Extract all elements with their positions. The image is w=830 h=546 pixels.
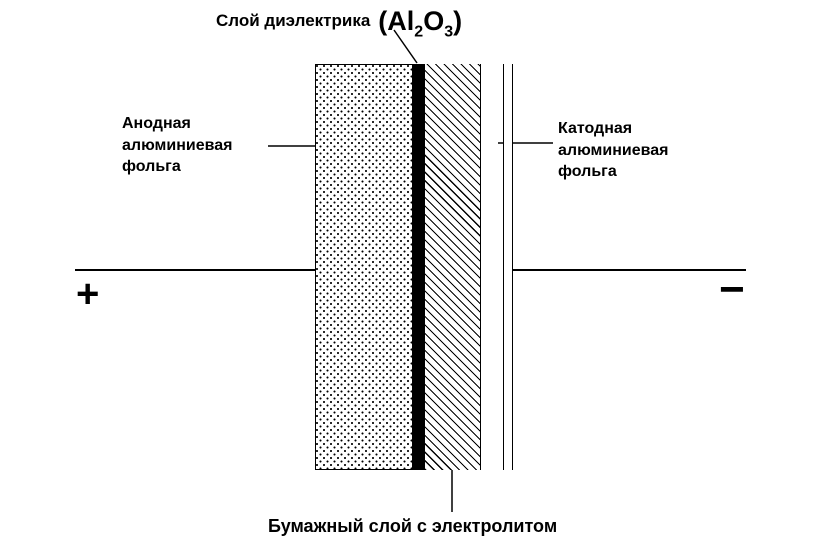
plus-terminal: + xyxy=(76,272,100,316)
anode-foil-label: Анодная алюминиевая фольга xyxy=(122,115,233,176)
formula-element-al: Al xyxy=(387,5,415,36)
formula-element-o: O xyxy=(423,5,445,36)
cathode-foil-layer xyxy=(503,64,513,470)
formula-subscript-3: 3 xyxy=(444,22,454,40)
dielectric-layer-label: Слой диэлектрика xyxy=(216,11,371,30)
dielectric-layer xyxy=(413,64,425,470)
anode-foil-layer xyxy=(315,64,413,470)
paper-electrolyte-layer xyxy=(425,64,481,470)
formula-subscript-2: 2 xyxy=(414,22,424,40)
minus-terminal: − xyxy=(719,265,745,314)
paper-layer-label: Бумажный слой с электролитом xyxy=(268,516,558,536)
cathode-foil-label: Катодная алюминиевая фольга xyxy=(558,120,669,181)
diagram-title: Слой диэлектрика (Al2O3) xyxy=(216,0,462,42)
dielectric-formula: (Al2O3) xyxy=(378,5,463,39)
formula-close-paren: ) xyxy=(453,5,463,36)
formula-open-paren: ( xyxy=(378,5,388,36)
